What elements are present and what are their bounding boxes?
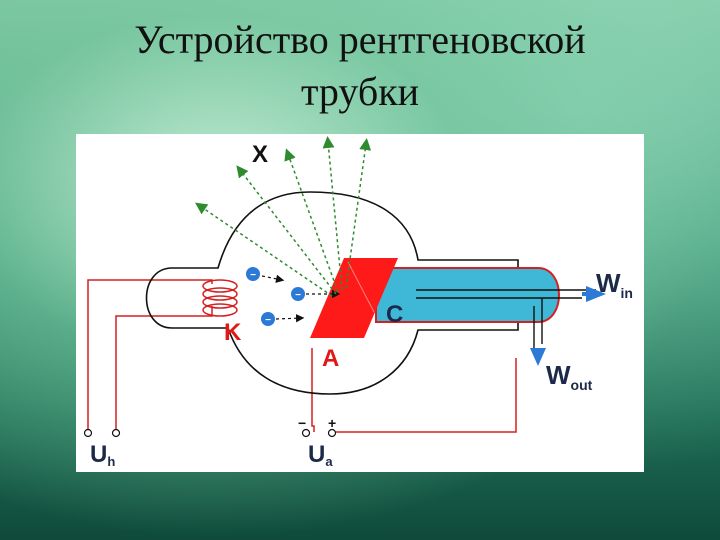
coolant-label: C [386,301,403,328]
electron-paths [261,274,341,323]
anode-label: A [322,345,339,372]
cathode-filament [202,279,238,317]
glass-tube [145,191,519,395]
slide-title: Устройство рентгеновской трубки [0,14,720,118]
x-ray-beams [195,136,372,297]
electron-signs: − − − [250,270,301,326]
x-rays-label: X [252,141,268,168]
electrons [246,267,305,326]
w-in-label: Win [596,268,633,301]
svg-text:−: − [250,270,256,281]
coolant-chamber [375,267,560,323]
xray-tube-diagram: − − − X K A C Win Wout [76,134,644,472]
u-h-label: Uh [90,441,115,469]
electron [261,312,275,326]
w-out-arrow-icon [530,348,546,366]
svg-text:−: − [265,315,271,326]
anode [310,258,398,338]
title-line-1: Устройство рентгеновской [134,17,586,62]
terminals [83,428,337,438]
circuit-wires [87,279,517,433]
electron [246,267,260,281]
minus-sign: − [298,415,306,431]
electron [291,287,305,301]
svg-text:−: − [295,290,301,301]
cathode-label: K [224,319,242,346]
title-line-2: трубки [300,69,420,114]
coolant-pipes [416,289,596,354]
diagram-canvas: − − − X K A C Win Wout [83,136,633,469]
u-a-label: Ua [308,441,333,469]
plus-sign: + [328,415,336,431]
w-out-label: Wout [546,360,593,393]
